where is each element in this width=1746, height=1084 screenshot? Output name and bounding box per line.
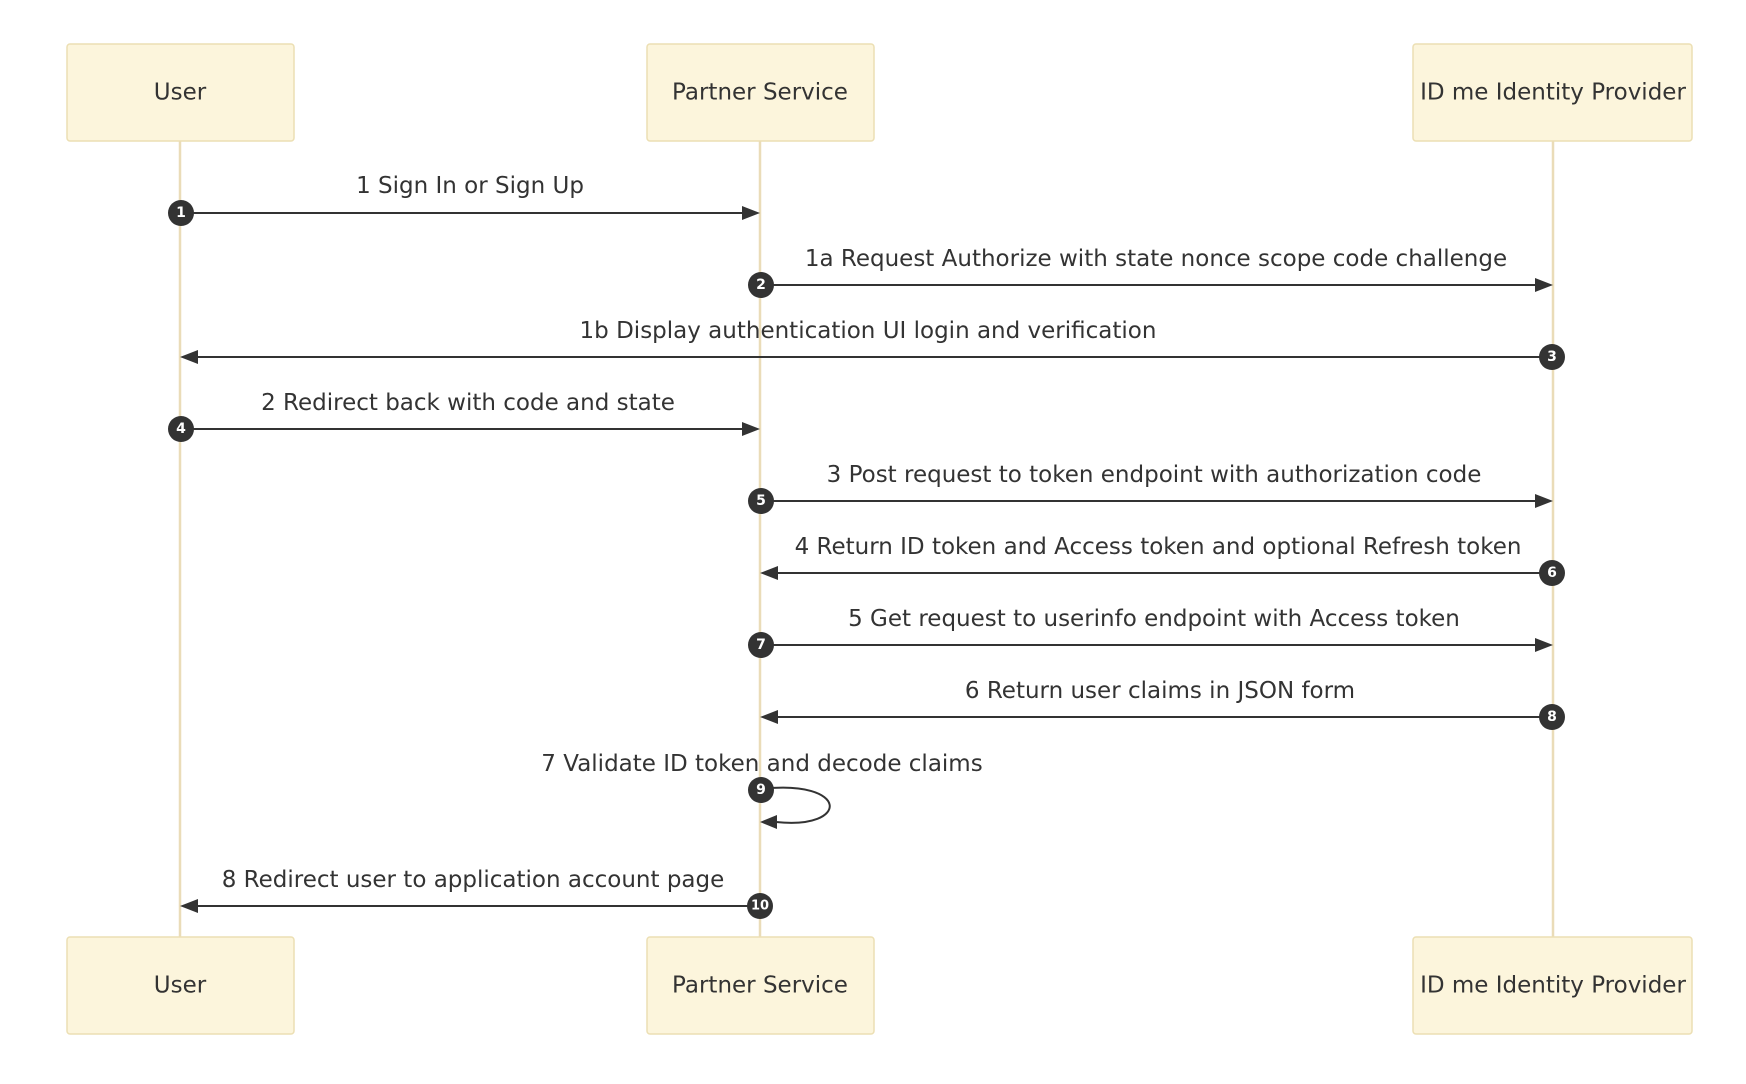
step-number: 4	[176, 421, 186, 437]
message-4: 4 2 Redirect back with code and state	[168, 390, 760, 442]
message-label: 5 Get request to userinfo endpoint with …	[848, 606, 1460, 632]
message-label: 8 Redirect user to application account p…	[222, 867, 725, 893]
actor-user-top: User	[66, 43, 295, 142]
step-number: 2	[756, 277, 766, 293]
step-number: 8	[1547, 709, 1557, 725]
message-5: 5 3 Post request to token endpoint with …	[748, 462, 1553, 514]
step-marker	[748, 632, 774, 658]
step-number: 10	[751, 899, 769, 914]
message-3: 3 1b Display authentication UI login and…	[180, 318, 1565, 370]
step-marker	[168, 200, 194, 226]
actor-partner-service-top: Partner Service	[646, 43, 875, 142]
step-marker	[748, 777, 774, 803]
step-marker	[1539, 560, 1565, 586]
step-marker	[1539, 704, 1565, 730]
actor-label: Partner Service	[672, 80, 848, 106]
step-marker	[747, 893, 773, 919]
actor-label: User	[154, 80, 207, 106]
actor-idme-identity-provider-top: ID me Identity Provider	[1412, 43, 1693, 142]
step-number: 7	[756, 637, 766, 653]
message-6: 6 4 Return ID token and Access token and…	[760, 534, 1565, 586]
message-label: 2 Redirect back with code and state	[261, 390, 675, 416]
message-1: 1 1 Sign In or Sign Up	[168, 173, 760, 226]
step-number: 5	[756, 493, 766, 509]
actor-idme-identity-provider-bottom: ID me Identity Provider	[1412, 936, 1693, 1035]
step-marker	[1539, 344, 1565, 370]
message-label: 4 Return ID token and Access token and o…	[795, 534, 1522, 560]
message-7: 7 5 Get request to userinfo endpoint wit…	[748, 606, 1553, 658]
step-marker	[748, 272, 774, 298]
step-number: 6	[1547, 565, 1557, 581]
step-number: 1	[176, 205, 186, 221]
actor-label: User	[154, 973, 207, 999]
actor-label: ID me Identity Provider	[1420, 80, 1686, 106]
message-label: 7 Validate ID token and decode claims	[541, 751, 982, 777]
message-8: 8 6 Return user claims in JSON form	[760, 678, 1565, 730]
message-label: 6 Return user claims in JSON form	[965, 678, 1355, 704]
actor-label: Partner Service	[672, 973, 848, 999]
message-10: 10 8 Redirect user to application accoun…	[180, 867, 773, 919]
message-9: 9 7 Validate ID token and decode claims	[541, 751, 983, 829]
step-number: 3	[1547, 349, 1557, 365]
actor-user-bottom: User	[66, 936, 295, 1035]
step-marker	[168, 416, 194, 442]
step-marker	[748, 488, 774, 514]
step-number: 9	[756, 782, 766, 798]
message-2: 2 1a Request Authorize with state nonce …	[748, 246, 1553, 298]
message-label: 1 Sign In or Sign Up	[356, 173, 584, 199]
message-label: 1a Request Authorize with state nonce sc…	[805, 246, 1507, 272]
actor-partner-service-bottom: Partner Service	[646, 936, 875, 1035]
message-label: 3 Post request to token endpoint with au…	[827, 462, 1482, 488]
message-label: 1b Display authentication UI login and v…	[580, 318, 1157, 344]
actor-label: ID me Identity Provider	[1420, 973, 1686, 999]
